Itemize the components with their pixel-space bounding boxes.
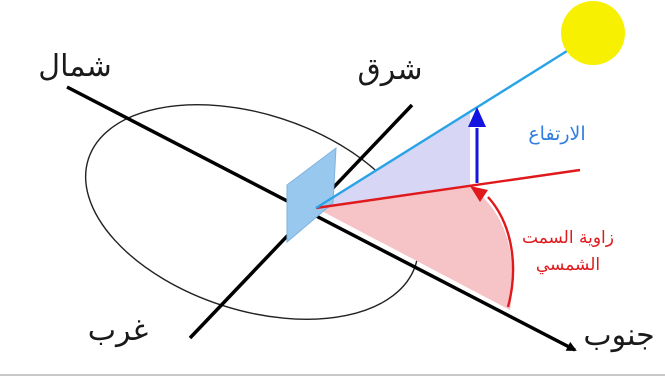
north-label: شمال (38, 49, 111, 84)
north-south-axis (66, 85, 577, 352)
sun (561, 1, 625, 65)
solar-panel (286, 146, 337, 244)
elevation-arrowhead (468, 107, 486, 127)
bottom-divider (0, 374, 665, 376)
sun-projection-line (315, 168, 581, 210)
sun-ray (315, 44, 576, 210)
east-label: شرق (358, 52, 423, 87)
azimuth-arc (487, 196, 515, 308)
azimuth-angle-sector (316, 186, 513, 310)
west-label: غرب (88, 313, 148, 348)
azimuth-label-line2: الشمسي (536, 255, 600, 275)
south-label: جنوب (583, 318, 654, 353)
azimuth-arrowhead (470, 186, 488, 202)
azimuth-label-line1: زاوية السمت (522, 228, 614, 248)
elevation-label: الارتفاع (528, 123, 585, 145)
